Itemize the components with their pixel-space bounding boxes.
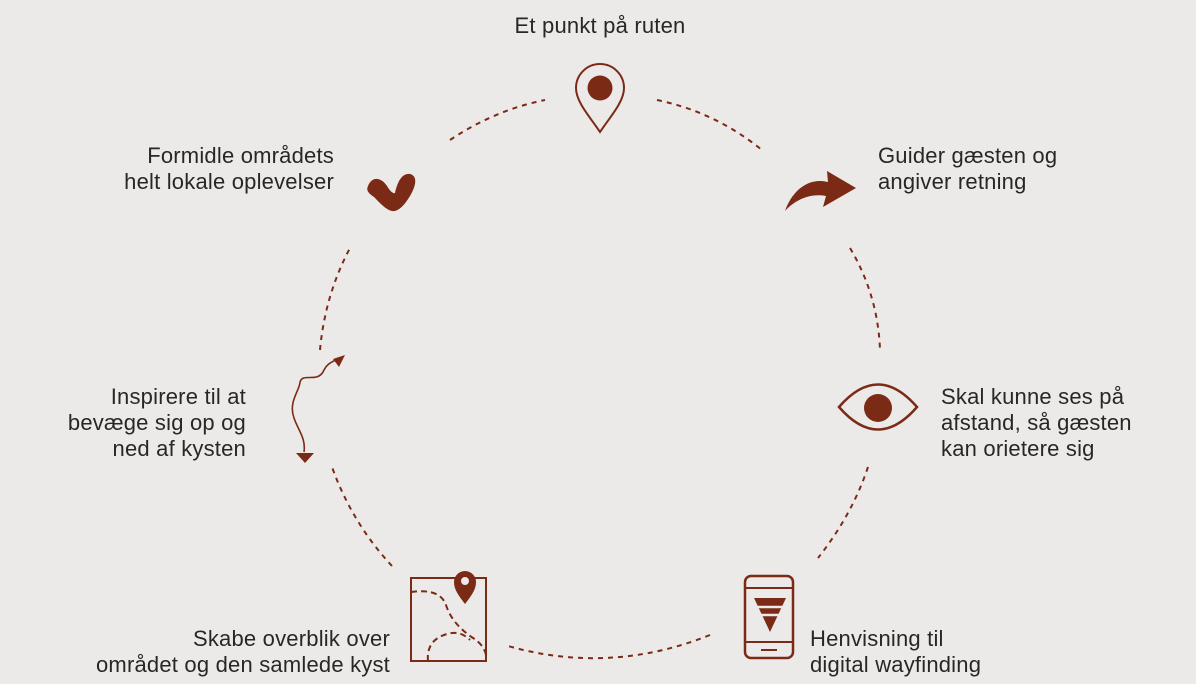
arc-left-upper bbox=[319, 247, 351, 351]
label-line: afstand, så gæsten bbox=[941, 410, 1132, 435]
label-right: Skal kunne ses på afstand, så gæsten kan… bbox=[941, 384, 1132, 462]
label-line: området og den samlede kyst bbox=[96, 652, 390, 677]
label-line: bevæge sig op og bbox=[67, 410, 246, 435]
winding-path-arrow-icon bbox=[291, 355, 345, 463]
label-line: Et punkt på ruten bbox=[514, 13, 686, 38]
label-top-right: Guider gæsten og angiver retning bbox=[878, 143, 1057, 195]
label-line: Guider gæsten og bbox=[878, 143, 1058, 168]
map-pin-icon bbox=[574, 63, 626, 134]
eye-icon bbox=[837, 383, 919, 431]
label-line: kan orietere sig bbox=[941, 436, 1095, 461]
label-line: Skal kunne ses på bbox=[941, 384, 1125, 409]
arc-top-left bbox=[449, 99, 546, 141]
label-top: Et punkt på ruten bbox=[470, 13, 730, 39]
arc-right-upper bbox=[849, 247, 881, 351]
label-bottom-left: Skabe overblik over området og den samle… bbox=[96, 626, 390, 678]
label-left: Inspirere til at bevæge sig op og ned af… bbox=[68, 384, 246, 462]
arc-right-lower bbox=[817, 466, 869, 559]
arc-bottom bbox=[507, 634, 711, 660]
label-line: Henvisning til bbox=[810, 626, 944, 651]
checkmark-icon bbox=[367, 173, 416, 212]
map-icon bbox=[410, 571, 487, 662]
label-line: ned af kysten bbox=[112, 436, 246, 461]
label-line: digital wayfinding bbox=[810, 652, 982, 677]
dashed-cycle-ring bbox=[319, 99, 881, 660]
label-bottom-right: Henvisning til digital wayfinding bbox=[810, 626, 981, 678]
curved-arrow-icon bbox=[785, 171, 856, 211]
label-line: Formidle områdets bbox=[147, 143, 334, 168]
label-line: Skabe overblik over bbox=[192, 626, 390, 651]
arc-top-right bbox=[656, 99, 763, 151]
smartphone-icon bbox=[743, 574, 795, 660]
label-line: Inspirere til at bbox=[110, 384, 246, 409]
label-line: angiver retning bbox=[878, 169, 1027, 194]
label-line: helt lokale oplevelser bbox=[124, 169, 334, 194]
label-top-left: Formidle områdets helt lokale oplevelser bbox=[124, 143, 334, 195]
arc-left-lower bbox=[331, 466, 393, 567]
